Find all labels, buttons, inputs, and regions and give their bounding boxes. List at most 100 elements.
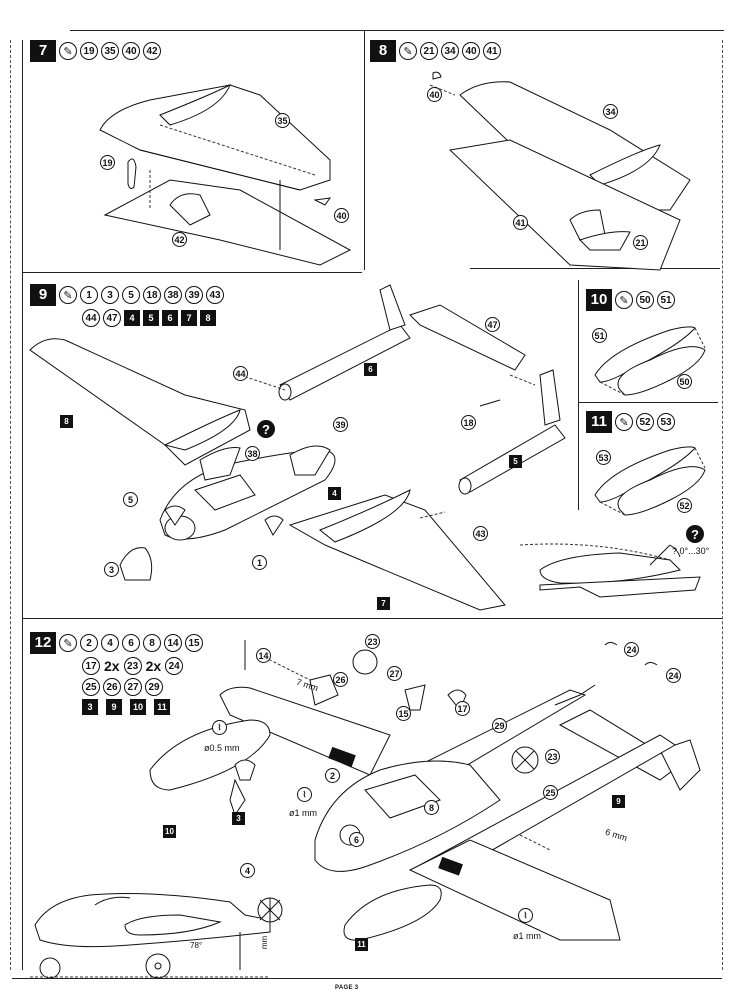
- part-number: 42: [143, 42, 161, 60]
- step-11-detail-side-view: [519, 543, 701, 598]
- glue-tube-icon: ✎: [59, 42, 77, 60]
- subassembly-number: 5: [143, 310, 159, 326]
- callout-part-52: 52: [677, 498, 692, 513]
- part-number: 44: [82, 309, 100, 327]
- callout-part-38: 38: [245, 446, 260, 461]
- quantity-label: 2x: [145, 658, 162, 674]
- flap-angle-label: ? 0°...30°: [672, 546, 710, 556]
- step-10-header: 10 ✎ 50 51: [586, 289, 675, 311]
- subassembly-number: 7: [181, 310, 197, 326]
- callout-part-15: 15: [396, 706, 411, 721]
- step-number: 8: [370, 40, 396, 62]
- step-7-header: 7 ✎ 19 35 40 42: [30, 40, 161, 62]
- part-number: 23: [123, 657, 142, 675]
- page-number: PAGE 3: [335, 985, 359, 991]
- part-number: 51: [657, 291, 675, 309]
- subassembly-number: 8: [200, 310, 216, 326]
- part-number: 39: [185, 286, 203, 304]
- drill-bit-icon: ⌇: [297, 787, 312, 802]
- part-number: 18: [143, 286, 161, 304]
- frame-step10-11-divider: [578, 402, 718, 403]
- callout-part-1: 1: [252, 555, 267, 570]
- step-number: 7: [30, 40, 56, 62]
- subassembly-number: 3: [82, 699, 98, 715]
- gear-height-label: mm: [260, 935, 270, 950]
- frame-left: [22, 40, 23, 970]
- callout-part-50: 50: [677, 374, 692, 389]
- subassembly-number: 10: [130, 699, 146, 715]
- part-number: 27: [124, 678, 142, 696]
- drill-bit-icon: ⌇: [518, 908, 533, 923]
- step-12-side-view-drawing: [30, 893, 283, 979]
- callout-part-53: 53: [596, 450, 611, 465]
- callout-part-19: 19: [100, 155, 115, 170]
- part-number: 47: [103, 309, 121, 327]
- question-mark-icon: ?: [257, 420, 275, 438]
- part-number: 5: [122, 286, 140, 304]
- part-number: 15: [185, 634, 203, 652]
- callout-part-18: 18: [461, 415, 476, 430]
- gear-angle-label: 78°: [190, 941, 203, 950]
- step-12-header: 12 ✎ 2 4 6 8 14 15 17 2x 23 2x 24 25 26 …: [30, 632, 203, 715]
- part-number: 24: [165, 657, 184, 675]
- part-number: 50: [636, 291, 654, 309]
- glue-tube-icon: ✎: [59, 634, 77, 652]
- callout-part-23: 23: [365, 634, 380, 649]
- part-number: 19: [80, 42, 98, 60]
- part-number: 1: [80, 286, 98, 304]
- subassembly-tag: 10: [163, 825, 176, 838]
- callout-part-24: 24: [666, 668, 681, 683]
- step-number: 12: [30, 632, 56, 654]
- part-number: 34: [441, 42, 459, 60]
- callout-part-26: 26: [333, 672, 348, 687]
- subassembly-tag: 3: [232, 812, 245, 825]
- margin-left-dashed: [10, 40, 11, 970]
- frame-top-right: [364, 30, 724, 31]
- part-number: 3: [101, 286, 119, 304]
- callout-part-23: 23: [545, 749, 560, 764]
- step-8-header: 8 ✎ 21 34 40 41: [370, 40, 501, 62]
- drill-size-label: ø1 mm: [289, 808, 317, 818]
- frame-right-dashed: [722, 40, 723, 970]
- frame-row-divider-1: [22, 272, 362, 273]
- subassembly-tag: 11: [355, 938, 368, 951]
- frame-row-divider-2: [22, 618, 722, 619]
- subassembly-tag: 7: [377, 597, 390, 610]
- callout-part-40: 40: [427, 87, 442, 102]
- callout-part-43: 43: [473, 526, 488, 541]
- step-7-wing-drawing: [99, 83, 352, 266]
- question-mark-icon: ?: [686, 525, 704, 543]
- part-number: 41: [483, 42, 501, 60]
- glue-tube-icon: ✎: [59, 286, 77, 304]
- part-number: 8: [143, 634, 161, 652]
- part-number: 25: [82, 678, 100, 696]
- part-number: 53: [657, 413, 675, 431]
- subassembly-tag: 9: [612, 795, 625, 808]
- callout-part-34: 34: [603, 104, 618, 119]
- subassembly-tag: 6: [364, 363, 377, 376]
- part-number: 29: [145, 678, 163, 696]
- part-number: 35: [101, 42, 119, 60]
- part-number: 43: [206, 286, 224, 304]
- part-number: 40: [462, 42, 480, 60]
- part-number: 17: [82, 657, 100, 675]
- callout-part-25: 25: [543, 785, 558, 800]
- frame-bottom: [12, 978, 722, 979]
- subassembly-tag: 4: [328, 487, 341, 500]
- callout-part-44: 44: [233, 366, 248, 381]
- part-number: 52: [636, 413, 654, 431]
- subassembly-number: 9: [106, 699, 122, 715]
- subassembly-number: 6: [162, 310, 178, 326]
- callout-part-39: 39: [333, 417, 348, 432]
- part-number: 4: [101, 634, 119, 652]
- callout-part-5: 5: [123, 492, 138, 507]
- callout-part-8: 8: [424, 800, 439, 815]
- callout-part-47: 47: [485, 317, 500, 332]
- part-number: 40: [122, 42, 140, 60]
- frame-divider-vertical-top: [364, 30, 365, 270]
- callout-part-51: 51: [592, 328, 607, 343]
- drill-bit-icon: ⌇: [212, 720, 227, 735]
- frame-step10-left: [578, 280, 579, 510]
- step-number: 9: [30, 284, 56, 306]
